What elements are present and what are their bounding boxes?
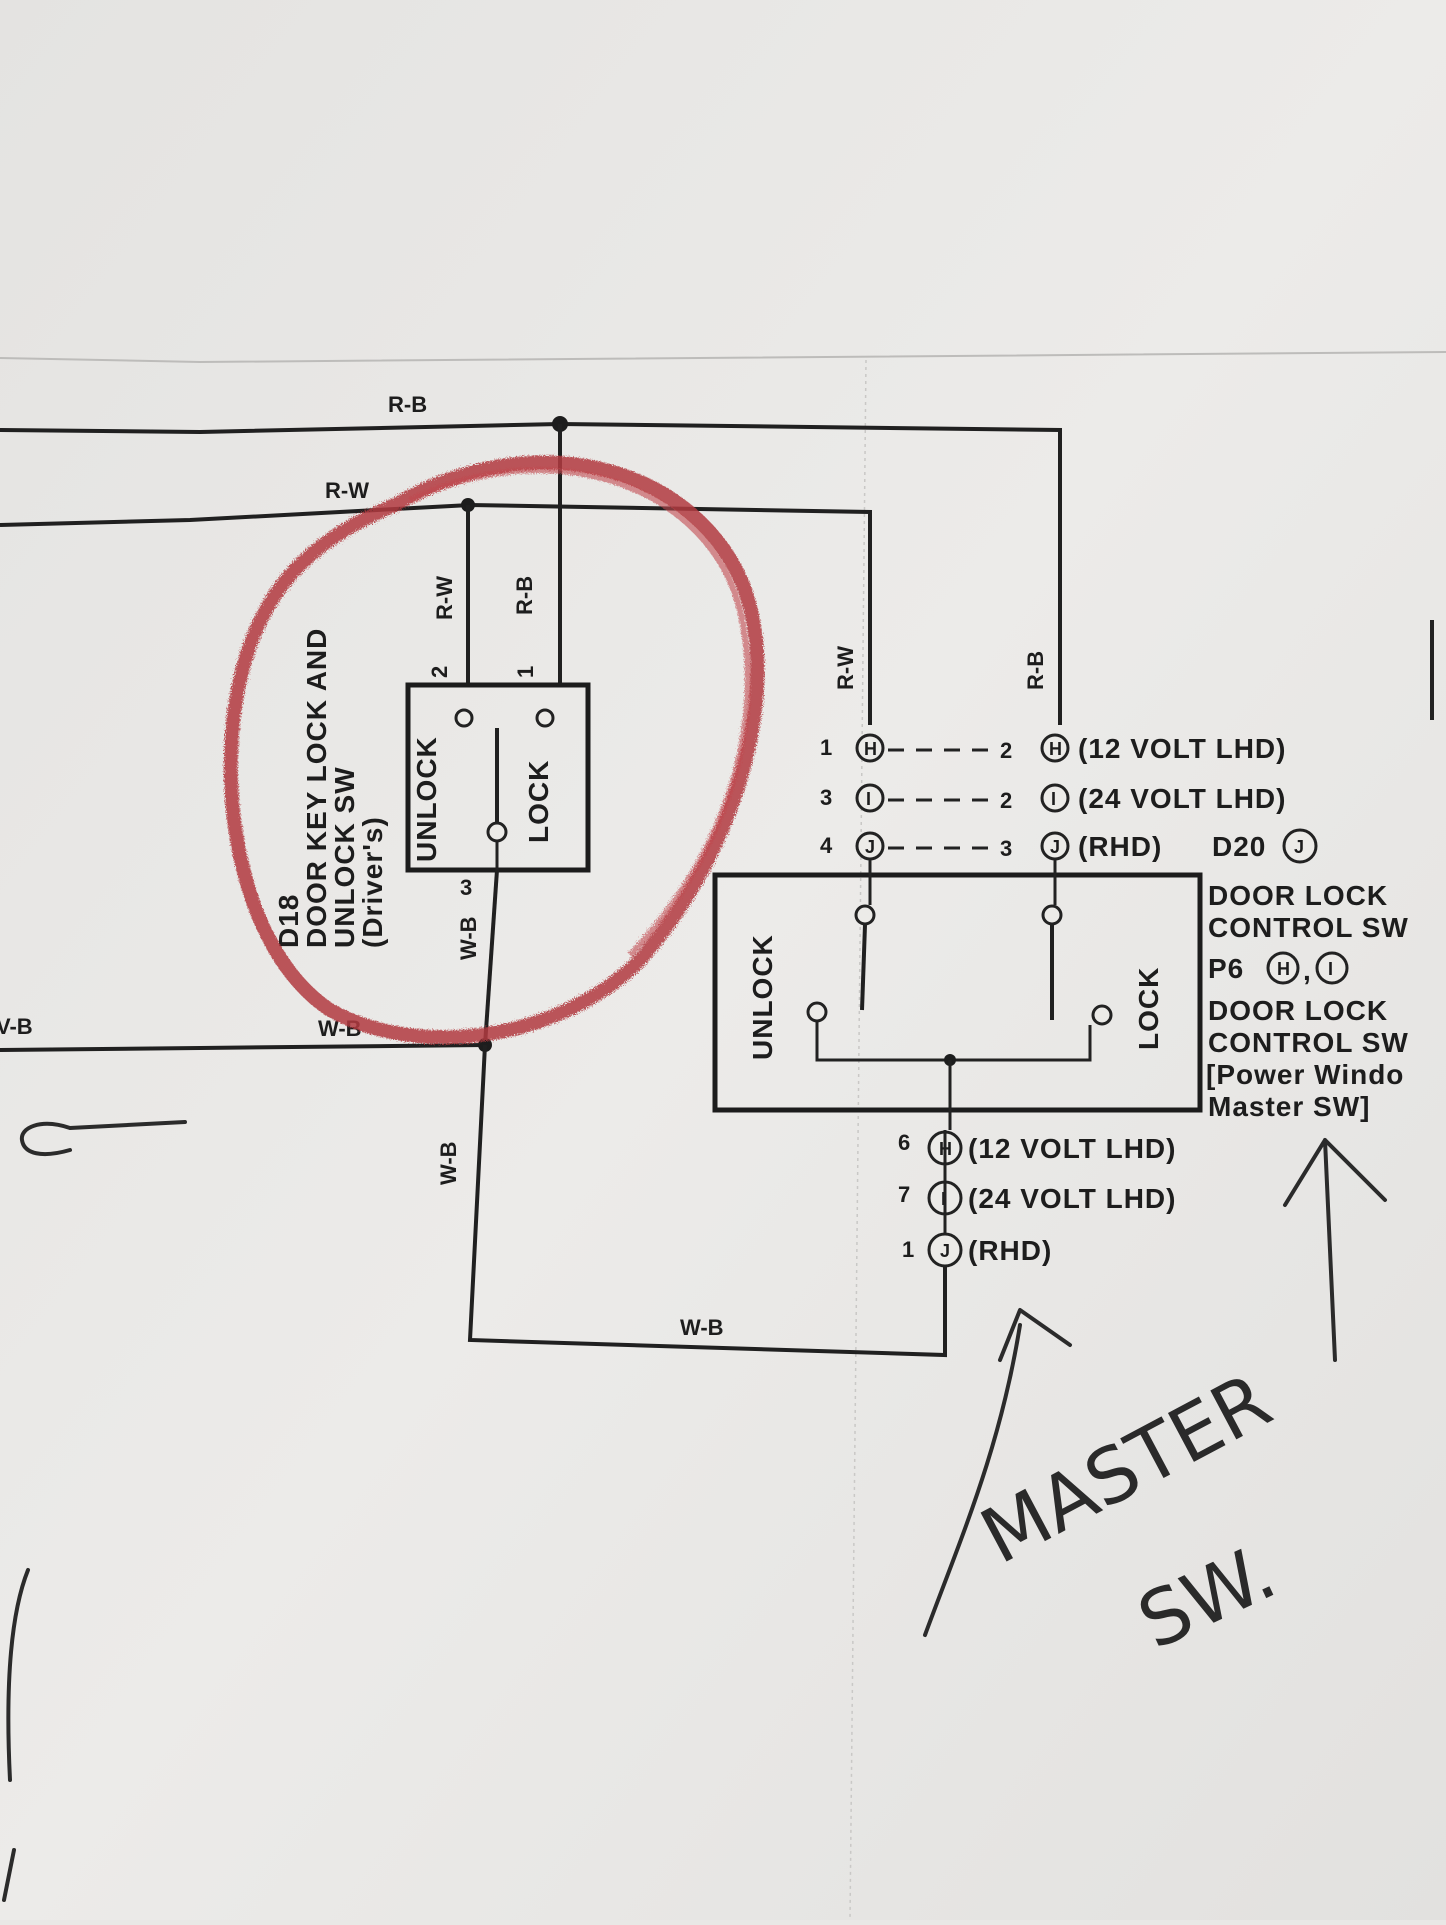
pencil-stroke-left-bottom <box>6 1568 30 1782</box>
wire-w-b-from-d18 <box>483 869 499 1046</box>
control-sw-unlock-top-contact <box>854 904 876 926</box>
wire-label-r-b-top: R-B <box>388 392 427 417</box>
connector-row-h: 1 H 2 H (12 VOLT LHD) <box>820 733 1286 764</box>
connector-code: J <box>940 1241 950 1261</box>
connector-h-left <box>855 733 885 763</box>
d18-common-contact <box>486 821 508 843</box>
paper-fold-line <box>0 351 1446 364</box>
connector-left-pin: 1 <box>820 735 832 760</box>
connector-left-code: I <box>866 789 871 809</box>
connector-note: (12 VOLT LHD) <box>968 1133 1176 1164</box>
d18-pin-1: 1 <box>513 666 538 678</box>
connector-right-pin: 3 <box>1000 836 1012 861</box>
wire-w-b-left <box>0 1043 486 1052</box>
door-lock-control-switch-box <box>712 872 1203 1113</box>
wire-label-r-b-right: R-B <box>1023 651 1048 690</box>
connector-pin: 7 <box>898 1182 910 1207</box>
connector-left-pin: 4 <box>820 833 833 858</box>
d18-title-line-2: DOOR KEY LOCK AND <box>301 628 332 948</box>
d20-connector <box>1282 828 1318 864</box>
pencil-tick-left-bottom <box>2 1848 16 1902</box>
wire-label-r-w-sw: R-W <box>432 576 457 620</box>
connector-right-pin: 2 <box>1000 788 1012 813</box>
d20-line-1: DOOR LOCK <box>1208 880 1388 911</box>
d18-unlock-contact <box>454 708 474 728</box>
connector-note: (RHD) <box>968 1235 1052 1266</box>
wire-label-r-b-sw: R-B <box>512 576 537 615</box>
connector-note: (12 VOLT LHD) <box>1078 733 1286 764</box>
connector-left-code: H <box>864 739 877 759</box>
control-sw-lock-contact <box>1091 1004 1113 1026</box>
connector-right-code: H <box>1049 739 1062 759</box>
connector-row-i: 7 I (24 VOLT LHD) <box>898 1180 1176 1216</box>
p6-line-4: Master SW] <box>1208 1091 1370 1122</box>
crayon-circle-annotation <box>223 455 765 1045</box>
connector-note: (RHD) <box>1078 831 1162 862</box>
p6-connector-i-code: I <box>1328 959 1333 979</box>
connector-i-right <box>1040 783 1070 813</box>
connector-right-pin: 2 <box>1000 738 1012 763</box>
p6-connector-h <box>1266 951 1300 985</box>
connector-row-h: 6 H (12 VOLT LHD) <box>898 1130 1176 1166</box>
control-sw-unlock-blade <box>860 924 867 1011</box>
d18-lock-contact <box>535 708 555 728</box>
wire-label-w-b-bottom: W-B <box>680 1315 724 1340</box>
connector-pin: 1 <box>902 1237 914 1262</box>
d18-pin-3: 3 <box>460 875 472 900</box>
d18-title-line-4: (Driver's) <box>357 816 388 948</box>
d18-title-line-3: UNLOCK SW <box>329 766 360 948</box>
connector-note: (24 VOLT LHD) <box>1078 783 1286 814</box>
p6-code: P6 <box>1208 953 1244 984</box>
d18-title-line-1: D18 <box>273 894 304 948</box>
connector-note: (24 VOLT LHD) <box>968 1183 1176 1214</box>
pencil-arrow-left-icon <box>19 1120 187 1157</box>
connector-right-code: I <box>1051 789 1056 809</box>
connector-left-pin: 3 <box>820 785 832 810</box>
connector-h-right <box>1040 733 1070 763</box>
connector-pin: 6 <box>898 1130 910 1155</box>
d18-lock-label: LOCK <box>523 760 554 843</box>
page-center-seam <box>849 359 867 1921</box>
control-sw-unlock-label: UNLOCK <box>747 934 778 1060</box>
lower-connectors: 6 H (12 VOLT LHD) 7 I (24 VOLT LHD) 1 J … <box>898 1130 1176 1268</box>
control-sw-lock-top-contact <box>1041 904 1063 926</box>
wire-label-r-w-right: R-W <box>833 646 858 690</box>
connector-left-code: J <box>865 837 875 857</box>
control-sw-lock-label: LOCK <box>1133 967 1164 1050</box>
connector-row-j: 1 J (RHD) <box>902 1232 1052 1268</box>
control-sw-unlock-contact <box>806 1001 828 1023</box>
p6-connector-h-code: H <box>1277 959 1290 979</box>
p6-line-2: CONTROL SW <box>1208 1027 1409 1058</box>
p6-line-1: DOOR LOCK <box>1208 995 1388 1026</box>
d18-unlock-label: UNLOCK <box>411 736 442 862</box>
crayon-circle-stroke <box>223 455 765 1045</box>
crayon-circle-overstroke <box>408 467 751 958</box>
d20-line-2: CONTROL SW <box>1208 912 1409 943</box>
wire-w-b-return <box>467 1044 947 1358</box>
wire-label-w-b-vert1: W-B <box>456 916 481 960</box>
connector-row-i: 3 I 2 I (24 VOLT LHD) <box>820 783 1286 814</box>
p6-line-3: [Power Windo <box>1206 1059 1404 1090</box>
upper-connectors: 1 H 2 H (12 VOLT LHD) 3 I 2 I (24 VOLT L… <box>820 733 1286 862</box>
wire-label-w-b-vert2: W-B <box>436 1141 461 1185</box>
d20-connector-code: J <box>1294 837 1304 857</box>
d18-pin-2: 2 <box>427 666 452 678</box>
connector-row-j: 4 J 3 J (RHD) <box>820 831 1162 862</box>
connector-i-left <box>855 783 885 813</box>
pencil-arrow-master-sw-icon <box>923 1308 1072 1637</box>
wire-label-w-b-left: V-B <box>0 1014 33 1039</box>
p6-connector-i <box>1315 951 1349 985</box>
p6-separator: , <box>1303 955 1312 986</box>
wire-label-r-w-top: R-W <box>325 478 369 503</box>
d20-code: D20 <box>1212 831 1266 862</box>
d18-title: D18 DOOR KEY LOCK AND UNLOCK SW (Driver'… <box>273 628 388 948</box>
connector-right-code: J <box>1050 837 1060 857</box>
pencil-arrow-p6-icon <box>1283 1138 1387 1362</box>
